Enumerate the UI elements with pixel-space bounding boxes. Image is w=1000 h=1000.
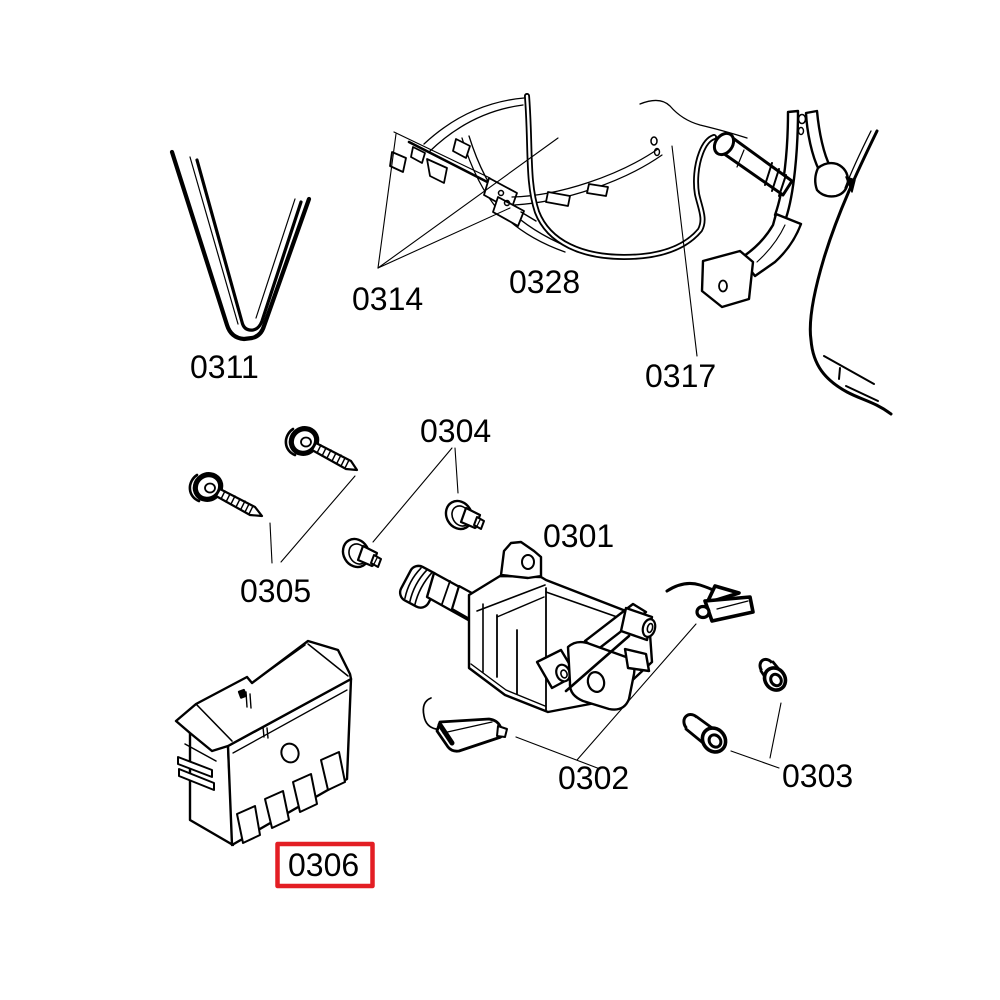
svg-text:0317: 0317	[645, 358, 716, 394]
svg-text:0304: 0304	[420, 413, 491, 449]
svg-text:0301: 0301	[543, 518, 614, 554]
svg-text:0311: 0311	[190, 349, 259, 385]
svg-text:0303: 0303	[782, 758, 853, 794]
svg-text:0328: 0328	[509, 264, 580, 300]
svg-text:0305: 0305	[240, 573, 311, 609]
svg-text:0306: 0306	[288, 847, 359, 883]
svg-text:0314: 0314	[352, 281, 423, 317]
svg-text:0302: 0302	[558, 760, 629, 796]
